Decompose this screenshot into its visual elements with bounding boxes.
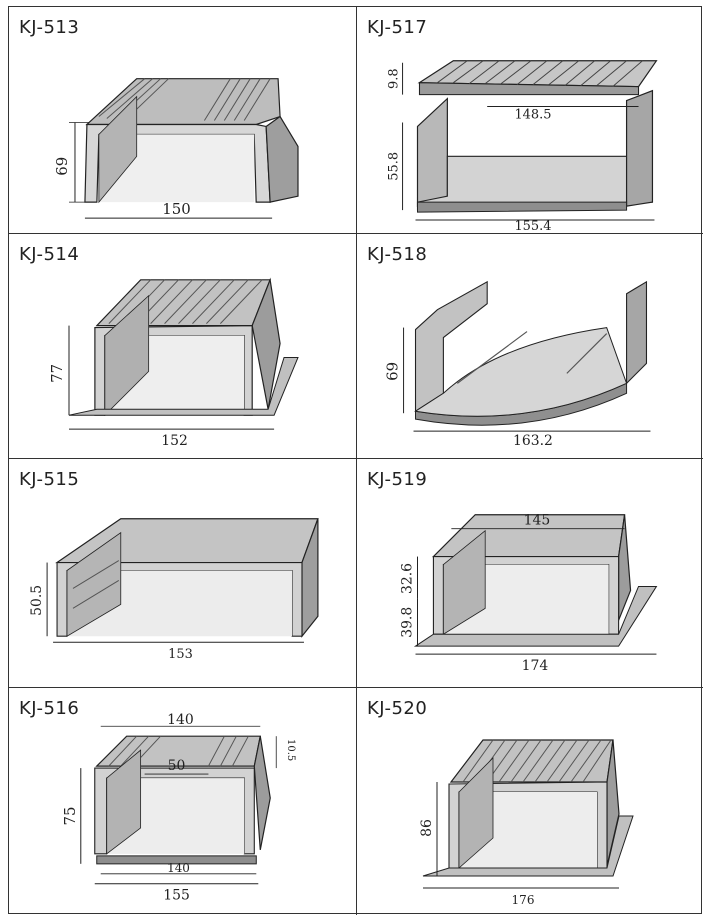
fins <box>98 78 271 123</box>
model-label: KJ-516 <box>19 698 80 719</box>
profile-drawing-kj-514: 77 152 <box>48 277 299 449</box>
profile-grid: KJ-513 <box>8 6 703 915</box>
dim-lid-height: 10.5 <box>285 739 296 761</box>
dim-inner-width: 140 <box>167 861 190 875</box>
dim-top-width: 145 <box>524 513 551 529</box>
profile-drawing-kj-519: 145 32.6 39.8 174 <box>400 513 658 674</box>
dim-height: 69 <box>53 157 71 176</box>
profile-card-kj-513: KJ-513 <box>9 7 357 234</box>
model-label: KJ-517 <box>367 17 428 38</box>
dim-top-width: 140 <box>167 712 194 728</box>
dim-height: 50.5 <box>29 585 45 616</box>
dim-upper-height: 32.6 <box>400 563 416 594</box>
profile-drawing-kj-513: 69 150 <box>53 78 299 219</box>
profile-drawing-kj-516: 140 10.5 50 75 140 155 <box>61 712 296 904</box>
dim-height: 75 <box>61 806 79 825</box>
model-label: KJ-514 <box>19 244 80 265</box>
profile-card-kj-517: KJ-517 9.8 <box>357 7 703 234</box>
profile-card-kj-519: KJ-519 145 32.6 39.8 174 <box>357 459 703 688</box>
profile-drawing-kj-517: 9.8 148.5 55.8 155.4 <box>387 60 658 233</box>
dim-width: 152 <box>161 433 188 449</box>
dim-width: 174 <box>522 658 549 674</box>
dim-height: 86 <box>419 819 435 837</box>
fins <box>462 739 612 783</box>
dim-base-width: 155.4 <box>514 219 551 233</box>
lid-fins <box>437 60 643 88</box>
dim-lower-height: 39.8 <box>400 607 416 638</box>
model-label: KJ-518 <box>367 244 428 265</box>
dim-width: 153 <box>168 647 193 662</box>
dim-height: 77 <box>48 364 66 383</box>
model-label: KJ-520 <box>367 698 428 719</box>
dim-height: 69 <box>384 362 402 381</box>
profile-card-kj-518: KJ-518 69 163.2 <box>357 234 703 459</box>
dim-width: 176 <box>512 893 535 907</box>
profile-card-kj-516: KJ-516 140 10.5 50 7 <box>9 688 357 915</box>
model-label: KJ-515 <box>19 469 80 490</box>
profile-card-kj-515: KJ-515 50.5 153 <box>9 459 357 688</box>
dim-lid-height: 9.8 <box>387 68 402 89</box>
dim-base-height: 55.8 <box>387 152 402 181</box>
profile-drawing-kj-520: 86 176 <box>419 739 634 907</box>
profile-card-kj-520: KJ-520 86 176 <box>357 688 703 915</box>
model-label: KJ-513 <box>19 17 80 38</box>
profile-card-kj-514: KJ-514 77 152 <box>9 234 357 459</box>
dim-slot-width: 50 <box>168 758 186 774</box>
dim-width: 155 <box>163 888 190 904</box>
profile-drawing-kj-515: 50.5 153 <box>29 518 319 662</box>
profile-drawing-kj-518: 69 163.2 <box>384 280 651 449</box>
dim-lid-width: 148.5 <box>514 108 551 123</box>
model-label: KJ-519 <box>367 469 428 490</box>
dim-width: 150 <box>162 200 190 218</box>
dim-width: 163.2 <box>513 433 553 449</box>
fins <box>108 735 249 767</box>
